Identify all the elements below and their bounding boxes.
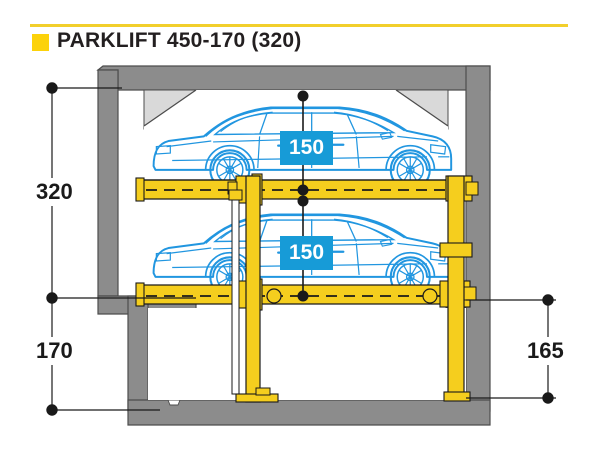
lower-platform [135, 278, 477, 311]
dimension-label-pit-depth: 170 [33, 337, 76, 365]
page-title: PARKLIFT 450-170 (320) [57, 29, 302, 52]
dimension-label-right-clear-height: 165 [524, 337, 567, 365]
header-rule [30, 24, 568, 27]
square-bullet-icon [32, 34, 49, 51]
vehicle-height-badge-lower: 150 [280, 236, 334, 270]
vehicle-height-badge-upper: 150 [280, 131, 334, 165]
dimension-label-total-height: 320 [33, 178, 76, 206]
lift-masts [228, 175, 473, 403]
